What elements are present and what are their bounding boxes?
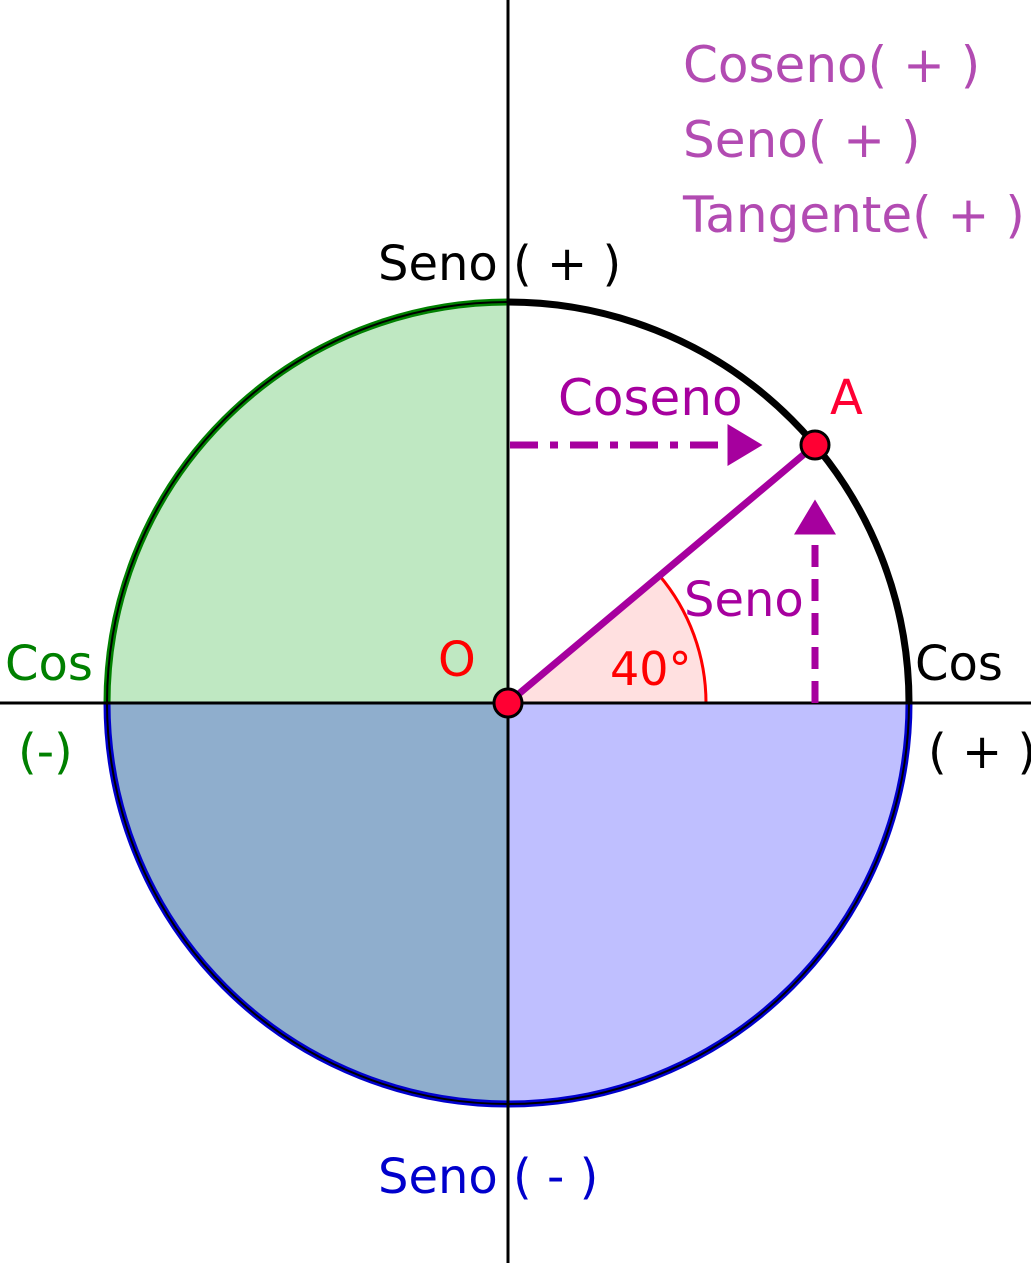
left-cos-sign: (-) [18,724,73,780]
quadrant-ii-fill [107,302,508,703]
legend-cosine-label: Coseno( + ) [683,36,980,94]
point-a[interactable] [799,429,831,461]
arc-quadrant-i [507,298,913,704]
angle-sector [508,575,706,703]
right-cos-label: Cos [915,636,1003,692]
right-cos-sign: ( + ) [928,724,1031,780]
sine-vector-label: Seno [684,572,804,628]
quadrant-iv-fill [508,703,909,1104]
legend-sine-label: Seno( + ) [683,111,920,169]
cosine-vector-label: Coseno [558,369,743,427]
origin-label: O [438,632,476,688]
point-origin[interactable] [492,687,524,719]
legend-tangent-label: Tangente( + ) [682,186,1025,244]
angle-arc [657,574,708,704]
radius-oa [505,442,818,706]
angle-label: 40° [610,642,692,696]
quadrant-iii-fill [107,703,508,1104]
top-sine-label: Seno ( + ) [378,236,621,292]
point-a-label: A [830,370,863,426]
bottom-sine-label: Seno ( - ) [378,1149,598,1205]
left-cos-label: Cos [5,636,93,692]
